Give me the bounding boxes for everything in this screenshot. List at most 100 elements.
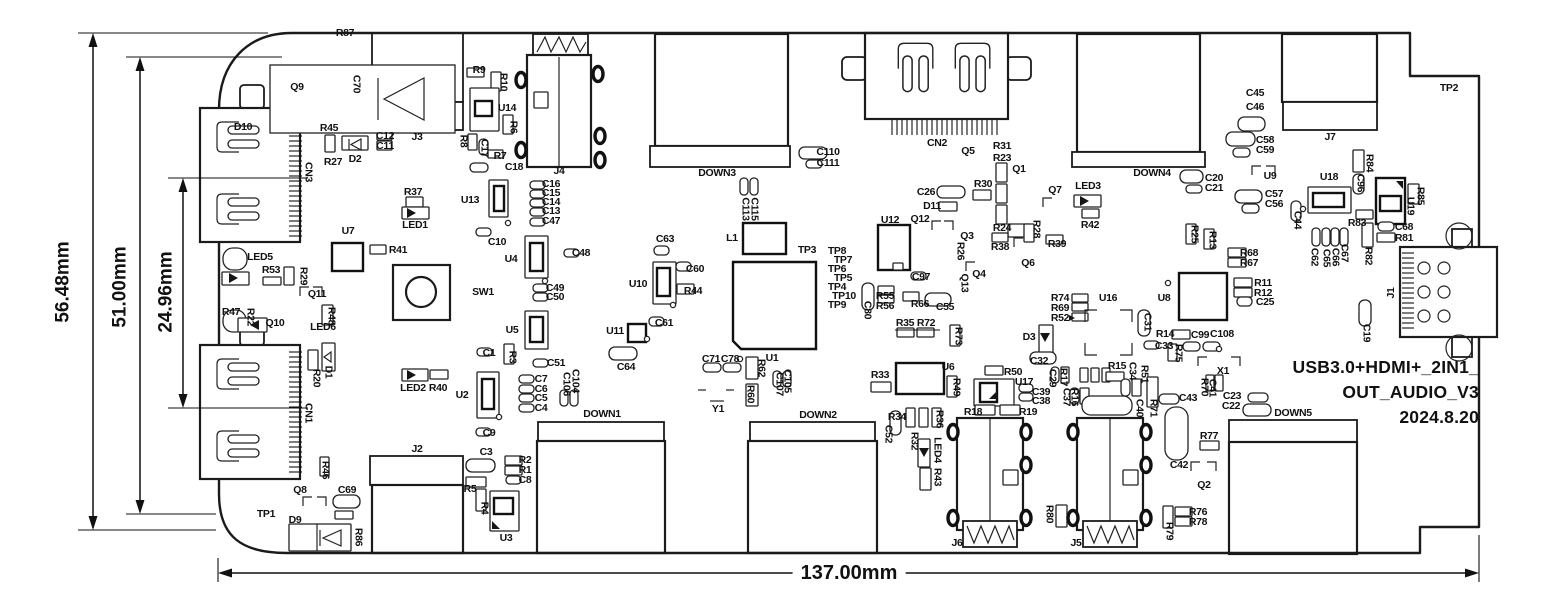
connector-j7 [1280, 32, 1379, 131]
r52-arrow-icon [1069, 315, 1075, 321]
part-body [739, 177, 749, 196]
part-body [1236, 296, 1253, 307]
part-body [949, 324, 961, 347]
via-dot [1164, 279, 1172, 287]
part-body [1407, 183, 1420, 205]
led3-arrow-icon [1080, 196, 1089, 206]
solder-pad [1019, 508, 1033, 528]
solder-pad [514, 70, 528, 90]
part-body [1358, 299, 1372, 327]
via-dot [1299, 205, 1307, 213]
bracket-mark [317, 496, 327, 506]
part-body [1290, 200, 1302, 222]
part-body [429, 369, 449, 380]
part-body [475, 488, 487, 512]
part-body [1060, 366, 1070, 384]
part-body [1377, 221, 1395, 232]
part-body [984, 365, 1004, 376]
chip-body [330, 241, 365, 273]
part-body [504, 465, 523, 476]
connector-down3 [649, 32, 791, 168]
part-body [722, 362, 742, 373]
part-body [861, 282, 875, 311]
part-body [1081, 395, 1133, 416]
part-body [1352, 149, 1365, 173]
part-body [938, 201, 958, 212]
part-body [1090, 367, 1100, 383]
part-body [1137, 309, 1151, 337]
part-body [1029, 351, 1057, 365]
q10-arrow-icon [250, 320, 259, 330]
part-body [931, 407, 942, 428]
title-line3: 2024.8.20 [1399, 407, 1479, 427]
part-body [745, 356, 759, 380]
part-body [608, 346, 638, 361]
part-body [1352, 173, 1365, 195]
part-body [995, 183, 1008, 204]
part-body [1071, 302, 1089, 312]
part-body [918, 407, 929, 428]
glyphs [229, 64, 1403, 551]
part-body [1355, 209, 1374, 220]
part-body [892, 262, 904, 271]
solder-pad [1019, 422, 1033, 442]
part-body [1158, 393, 1180, 405]
part-body [1146, 376, 1159, 408]
part-body [1321, 227, 1331, 247]
solder-pad [946, 508, 960, 528]
connector-j4 [525, 33, 593, 169]
part-body [1018, 383, 1034, 393]
part-body [518, 393, 535, 403]
part-body [648, 316, 665, 327]
bracket-mark [1266, 165, 1276, 175]
part-body [475, 227, 492, 237]
part-body [772, 370, 782, 388]
part-body [341, 135, 369, 151]
part-body [1018, 392, 1034, 402]
part-body [319, 456, 330, 477]
u17-pin1-icon [989, 391, 997, 399]
connector-j5 [1075, 416, 1145, 548]
part-body [991, 232, 1009, 243]
part-body [334, 510, 354, 520]
part-body [369, 244, 387, 255]
part-body [1079, 367, 1089, 383]
part-body [518, 374, 535, 384]
part-body [1143, 340, 1160, 350]
part-body [529, 198, 546, 208]
part-body [563, 248, 580, 258]
part-body [1234, 189, 1263, 204]
part-body [505, 475, 522, 485]
led4-arrow-icon [919, 448, 929, 457]
part-body [1185, 223, 1197, 245]
bracket-mark [313, 286, 323, 296]
d10-diode-icon [382, 77, 425, 121]
chip-body [894, 361, 946, 396]
main-chip-u1 [731, 260, 818, 351]
part-body [1205, 374, 1215, 392]
part-body [532, 283, 549, 293]
via-dot [541, 277, 549, 285]
part-body [995, 204, 1008, 225]
part-body [321, 304, 334, 326]
part-body [676, 283, 695, 295]
part-body [1171, 329, 1191, 340]
part-body [1185, 184, 1203, 194]
part-body [916, 327, 935, 338]
part-body [936, 185, 966, 199]
part-body [745, 383, 759, 407]
connector-down5 [1227, 419, 1359, 556]
title-line2: OUT_AUDIO_V3 [1342, 382, 1479, 402]
chip-body [480, 377, 496, 411]
part-body [503, 343, 515, 365]
part-body [518, 384, 535, 394]
part-body [1050, 366, 1060, 384]
solder-pad [1066, 422, 1080, 442]
chip-body [978, 381, 999, 404]
connector-j1 [1398, 222, 1499, 362]
part-body [1361, 222, 1374, 248]
part-body [905, 407, 916, 428]
part-body [502, 114, 514, 135]
